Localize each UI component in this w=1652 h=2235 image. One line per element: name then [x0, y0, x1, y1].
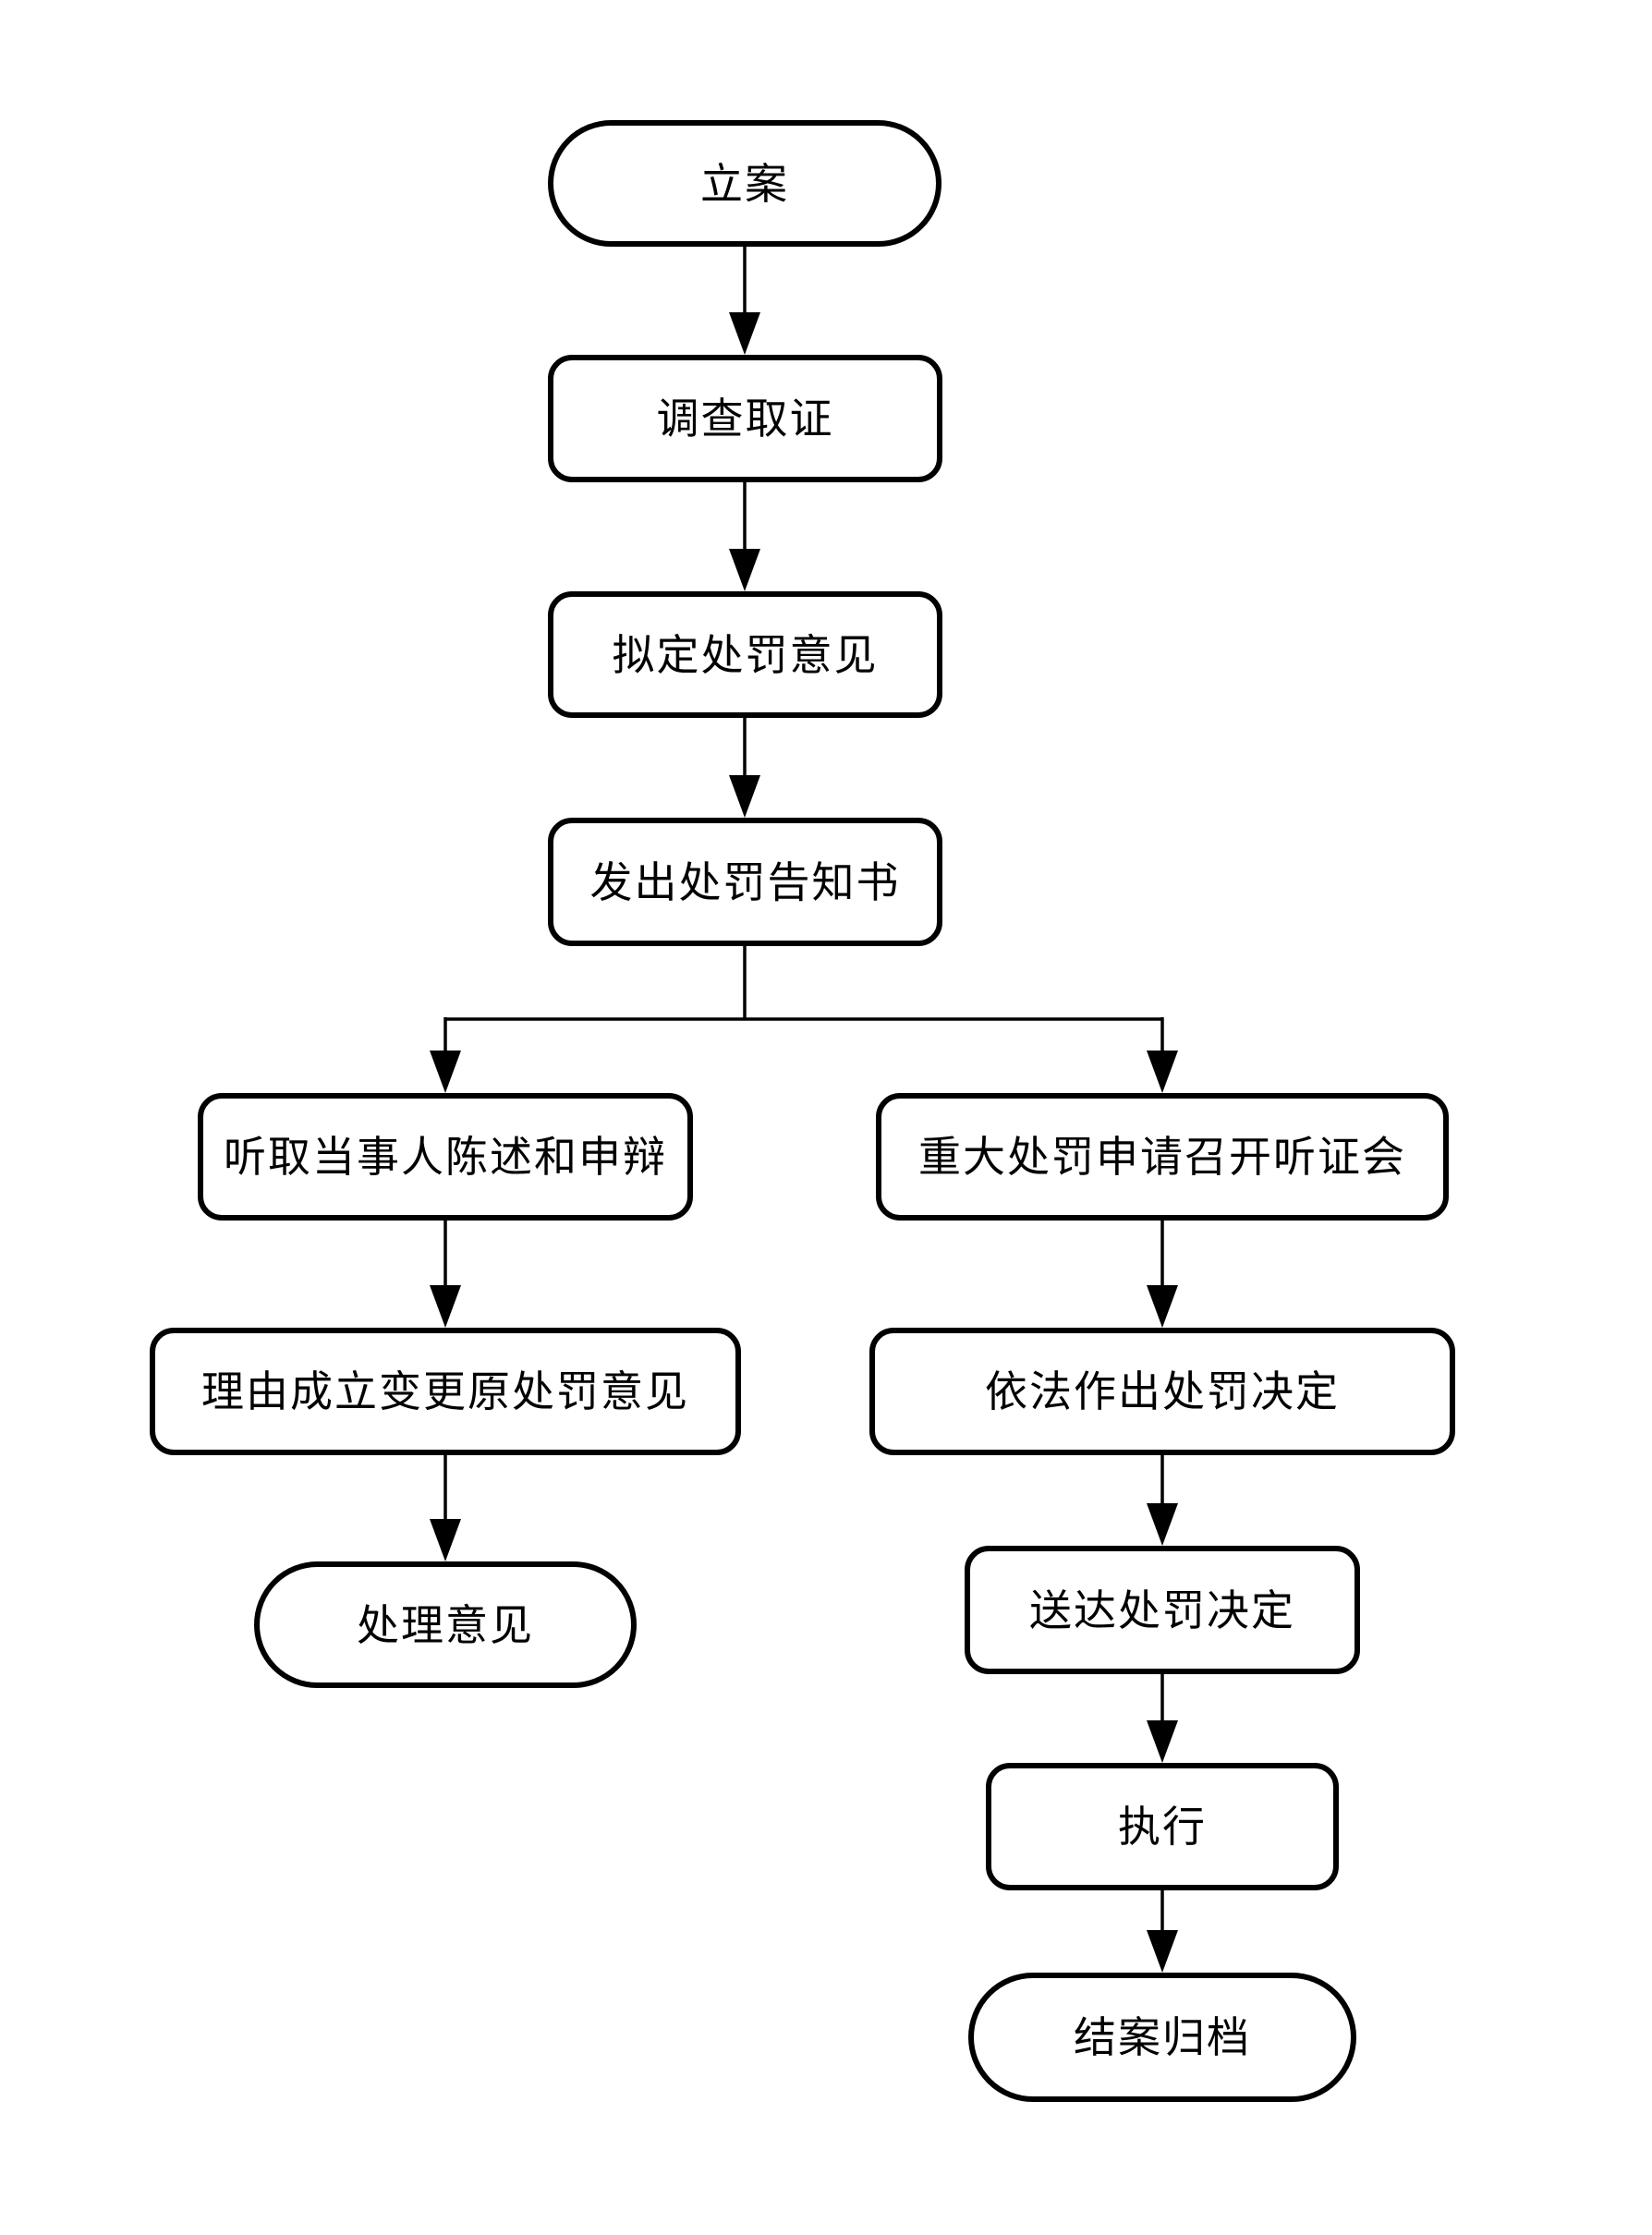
node-case-filing: 立案 [548, 120, 941, 247]
node-modify-original-opinion: 理由成立变更原处罚意见 [150, 1328, 741, 1455]
node-draft-penalty-opinion: 拟定处罚意见 [548, 591, 942, 718]
node-major-penalty-hearing-label: 重大处罚申请召开听证会 [918, 1132, 1406, 1182]
node-investigation-label: 调查取证 [656, 394, 834, 443]
node-investigation: 调查取证 [548, 355, 942, 482]
node-hear-statement-defense-label: 听取当事人陈述和申辩 [224, 1132, 667, 1182]
node-case-filing-label: 立案 [700, 158, 789, 209]
arrow-make-decision-to-deliver-decision [1147, 1453, 1178, 1546]
arrow-branch-to-major-penalty-hearing [1147, 1017, 1178, 1093]
node-case-closure-archive-label: 结案归档 [1074, 2012, 1251, 2062]
node-issue-penalty-notice-label: 发出处罚告知书 [589, 856, 901, 907]
arrow-deliver-decision-to-execution [1147, 1672, 1178, 1763]
arrow-execution-to-case-closure [1147, 1889, 1178, 1973]
node-issue-penalty-notice: 发出处罚告知书 [548, 818, 942, 946]
node-make-penalty-decision: 依法作出处罚决定 [869, 1328, 1455, 1455]
node-handling-opinion-label: 处理意见 [357, 1599, 534, 1650]
arrow-hear-statement-to-modify-opinion [430, 1219, 461, 1328]
node-deliver-penalty-decision-label: 送达处罚决定 [1029, 1585, 1295, 1635]
branch-connector [445, 944, 1162, 1021]
arrow-modify-opinion-to-handling-opinion [430, 1453, 461, 1561]
node-deliver-penalty-decision: 送达处罚决定 [965, 1546, 1360, 1674]
arrow-branch-to-hear-statement-defense [430, 1017, 461, 1093]
node-modify-original-opinion-label: 理由成立变更原处罚意见 [201, 1367, 689, 1416]
node-draft-penalty-opinion-label: 拟定处罚意见 [612, 629, 879, 680]
node-case-closure-archive: 结案归档 [968, 1973, 1356, 2102]
node-make-penalty-decision-label: 依法作出处罚决定 [985, 1367, 1340, 1416]
node-handling-opinion: 处理意见 [254, 1561, 637, 1688]
node-hear-statement-defense: 听取当事人陈述和申辩 [198, 1093, 693, 1221]
node-execution-label: 执行 [1118, 1802, 1207, 1852]
node-major-penalty-hearing: 重大处罚申请召开听证会 [876, 1093, 1449, 1221]
arrow-draft-penalty-opinion-to-issue-penalty-notice [729, 716, 760, 818]
arrow-case-filing-to-investigation [729, 245, 760, 355]
arrow-major-hearing-to-make-decision [1147, 1219, 1178, 1328]
arrow-investigation-to-draft-penalty-opinion [729, 480, 760, 591]
node-execution: 执行 [986, 1763, 1339, 1890]
